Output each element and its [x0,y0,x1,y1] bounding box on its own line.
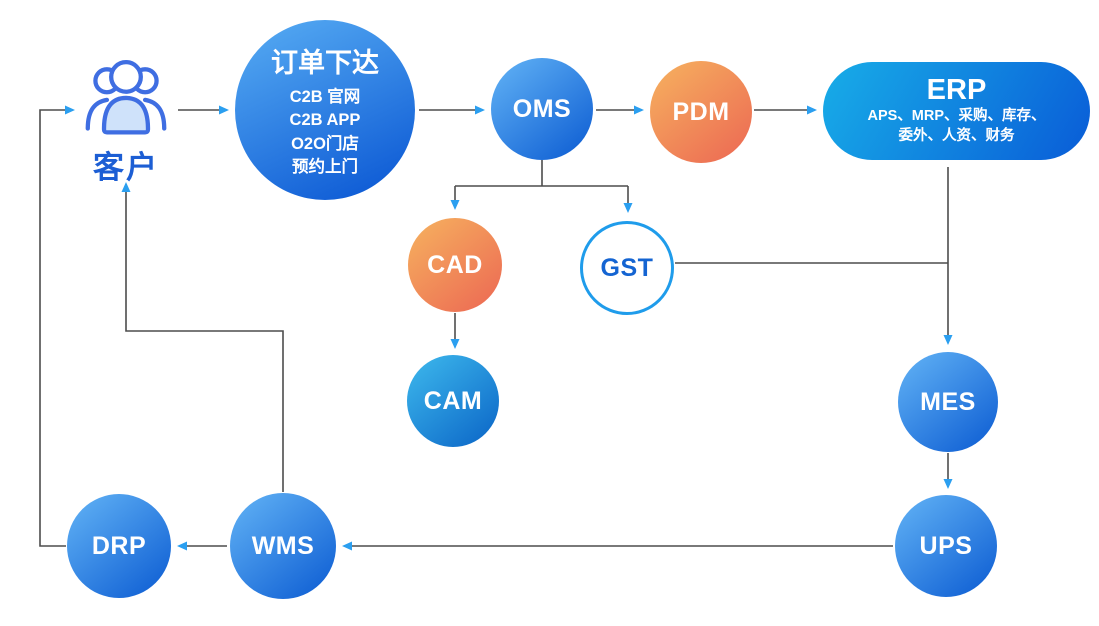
erp-modules: 委外、人资、财务 [898,127,1015,144]
node-wms-label: WMS [251,531,315,560]
arrow-wms-to-customer [121,182,284,492]
customer-node: 客户 [78,54,174,187]
users-icon [85,59,167,135]
node-wms: WMS [230,493,336,599]
order-channel: C2B 官网 [289,88,361,107]
node-pdm-label: PDM [672,97,730,126]
order-title: 订单下达 [271,48,379,79]
node-pdm: PDM [650,61,752,163]
node-cad-label: CAD [427,250,483,279]
node-cad: CAD [408,218,502,312]
node-oms-label: OMS [512,94,572,123]
line-oms-branch [455,160,628,187]
order-channel: C2B APP [289,111,361,130]
erp-modules: APS、MRP、采购、库存、 [867,108,1046,125]
node-ups: UPS [895,495,997,597]
node-gst: GST [580,221,674,315]
node-mes-label: MES [920,387,976,416]
order-channel: 预约上门 [292,157,358,176]
node-gst-label: GST [600,253,654,282]
node-erp-label: ERP [926,74,987,107]
node-drp-label: DRP [91,531,147,560]
arrow-drp-to-customer [39,105,75,547]
node-erp: ERP APS、MRP、采购、库存、 委外、人资、财务 [823,62,1090,160]
customer-label: 客户 [93,150,159,185]
node-ups-label: UPS [919,531,973,560]
node-order: 订单下达 C2B 官网 C2B APP O2O门店 预约上门 [235,20,415,200]
node-cam: CAM [407,355,499,447]
node-cam-label: CAM [423,386,483,415]
order-channel: O2O门店 [291,134,359,153]
node-oms: OMS [491,58,593,160]
node-mes: MES [898,352,998,452]
node-drp: DRP [67,494,171,598]
